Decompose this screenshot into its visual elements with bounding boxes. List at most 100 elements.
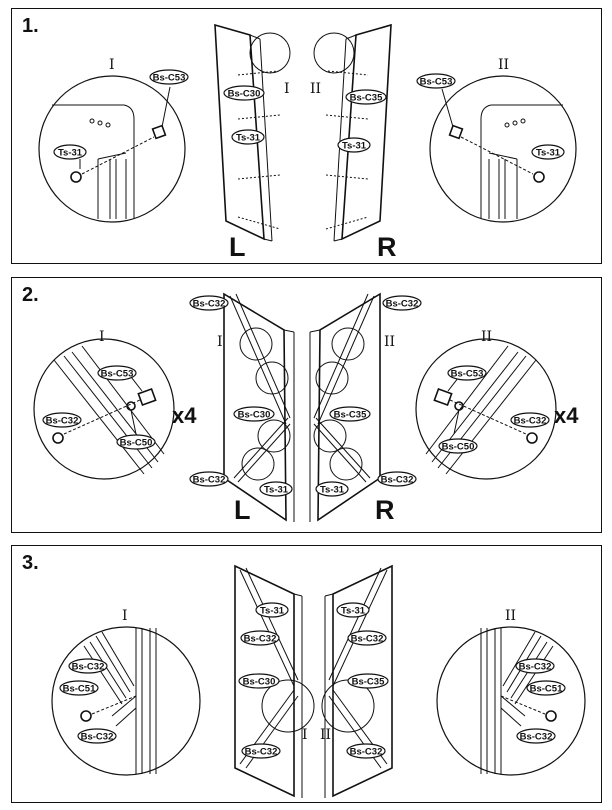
- label-bs-c32-left-2: Bs-C32: [77, 728, 117, 744]
- side-label-l: L: [229, 232, 246, 262]
- side-label-r: R: [375, 495, 395, 525]
- label-bs-c32-left-1: Bs-C32: [68, 658, 108, 674]
- svg-text:Bs-C32: Bs-C32: [520, 732, 553, 743]
- label-bs-c30: Bs-C30: [238, 673, 280, 689]
- detail-circle-left: [33, 338, 175, 480]
- panel-left-l: [214, 23, 291, 242]
- svg-text:Bs-C35: Bs-C35: [350, 93, 383, 104]
- label-ts-31-right: Ts-31: [336, 602, 370, 618]
- detail-circle-right: [415, 338, 557, 480]
- detail-label-right: II: [498, 57, 509, 73]
- label-bs-c32-top-left: Bs-C32: [189, 295, 229, 311]
- label-ts-31-mid: Ts-31: [231, 129, 265, 145]
- detail-circle-left: [38, 75, 186, 223]
- detail-label-left: I: [99, 329, 105, 345]
- label-bs-c35: Bs-C35: [345, 89, 387, 105]
- mid-label-left: I: [302, 727, 308, 743]
- label-ts-31-left: Ts-31: [255, 602, 289, 618]
- svg-text:Bs-C53: Bs-C53: [101, 369, 134, 380]
- svg-text:Bs-C32: Bs-C32: [381, 475, 414, 486]
- svg-text:Ts-31: Ts-31: [236, 133, 261, 144]
- svg-text:Ts-31: Ts-31: [342, 141, 367, 152]
- step-3-panel: 3. I Bs-C32 Bs-C51 Bs-C: [11, 545, 602, 803]
- label-bs-c35: Bs-C35: [347, 673, 389, 689]
- svg-text:Bs-C32: Bs-C32: [72, 662, 105, 673]
- svg-text:Bs-C32: Bs-C32: [244, 634, 277, 645]
- label-bs-c32-top-right: Bs-C32: [382, 295, 422, 311]
- step-number: 1.: [22, 15, 39, 37]
- label-ts-31-right: Ts-31: [531, 144, 565, 160]
- label-bs-c50-left: Bs-C50: [116, 434, 156, 450]
- mid-label-left: I: [284, 81, 290, 97]
- side-label-r: R: [377, 232, 397, 262]
- label-bs-c35: Bs-C35: [329, 406, 371, 422]
- label-bs-c32-mid-right-2: Bs-C32: [346, 743, 386, 759]
- label-bs-c53-left: Bs-C53: [97, 365, 137, 381]
- label-bs-c32-left: Bs-C32: [42, 412, 82, 428]
- svg-text:Ts-31: Ts-31: [536, 148, 561, 159]
- svg-text:Bs-C35: Bs-C35: [352, 677, 385, 688]
- label-bs-c32-mid-left-1: Bs-C32: [240, 630, 280, 646]
- svg-text:Bs-C51: Bs-C51: [63, 684, 96, 695]
- step-1-panel: 1. I Bs-C53 Ts-31: [11, 8, 602, 264]
- label-ts-31-left: Ts-31: [53, 144, 87, 160]
- label-ts-31-mid-right: Ts-31: [337, 137, 371, 153]
- label-bs-c32-bottom-right: Bs-C32: [377, 471, 417, 487]
- step-3-diagram: I Bs-C32 Bs-C51 Bs-C32 Ts-31: [51, 564, 586, 798]
- step-1-diagram: I Bs-C53 Ts-31 Bs-C30 Ts-31: [38, 23, 577, 262]
- panel-right-r: [309, 292, 381, 522]
- step-number: 3.: [22, 552, 39, 574]
- detail-circle-left: [51, 626, 201, 776]
- svg-text:Bs-C32: Bs-C32: [386, 299, 419, 310]
- detail-label-right: II: [505, 608, 516, 624]
- svg-text:Bs-C30: Bs-C30: [238, 410, 271, 421]
- label-bs-c51-left: Bs-C51: [59, 680, 99, 696]
- svg-text:Bs-C32: Bs-C32: [81, 732, 114, 743]
- mid-label-right: II: [384, 334, 395, 350]
- label-bs-c50-right: Bs-C50: [438, 438, 478, 454]
- svg-text:Bs-C53: Bs-C53: [153, 73, 186, 84]
- label-bs-c53-left: Bs-C53: [149, 69, 189, 85]
- svg-text:Bs-C30: Bs-C30: [228, 89, 261, 100]
- label-bs-c53-right: Bs-C53: [447, 365, 487, 381]
- label-bs-c32-right-2: Bs-C32: [516, 728, 556, 744]
- svg-text:Bs-C53: Bs-C53: [451, 369, 484, 380]
- detail-label-right: II: [481, 329, 492, 345]
- svg-text:Ts-31: Ts-31: [58, 148, 83, 159]
- svg-text:Bs-C32: Bs-C32: [351, 634, 384, 645]
- label-bs-c32-mid-right-1: Bs-C32: [347, 630, 387, 646]
- svg-text:Bs-C32: Bs-C32: [193, 299, 226, 310]
- label-bs-c53-right: Bs-C53: [416, 73, 456, 89]
- mid-label-right: II: [320, 727, 331, 743]
- label-ts-31-right: Ts-31: [315, 481, 349, 497]
- svg-text:Bs-C32: Bs-C32: [193, 475, 226, 486]
- detail-circle-right: [436, 626, 586, 776]
- svg-text:Bs-C30: Bs-C30: [243, 677, 276, 688]
- label-bs-c51-right: Bs-C51: [526, 680, 566, 696]
- detail-label-left: I: [122, 608, 128, 624]
- label-bs-c32-bottom-left: Bs-C32: [189, 471, 229, 487]
- svg-text:Bs-C35: Bs-C35: [334, 410, 367, 421]
- quantity-right: x4: [554, 403, 579, 428]
- step-2-panel: 2. I Bs-C53 Bs-C32 Bs-C50 x4: [11, 277, 602, 533]
- svg-text:Ts-31: Ts-31: [264, 485, 289, 496]
- side-label-l: L: [234, 495, 251, 525]
- svg-text:Bs-C50: Bs-C50: [120, 438, 153, 449]
- mid-label-left: I: [217, 334, 223, 350]
- detail-label-left: I: [109, 57, 115, 73]
- label-bs-c32-right-1: Bs-C32: [515, 658, 555, 674]
- svg-text:Ts-31: Ts-31: [320, 485, 345, 496]
- label-bs-c30: Bs-C30: [223, 85, 265, 101]
- svg-text:Ts-31: Ts-31: [260, 606, 285, 617]
- step-number: 2.: [22, 284, 39, 306]
- svg-text:Bs-C32: Bs-C32: [46, 416, 79, 427]
- label-ts-31-left: Ts-31: [259, 481, 293, 497]
- mid-label-right: II: [310, 81, 321, 97]
- svg-text:Bs-C51: Bs-C51: [530, 684, 563, 695]
- svg-text:Bs-C32: Bs-C32: [519, 662, 552, 673]
- svg-text:Bs-C50: Bs-C50: [442, 442, 475, 453]
- svg-text:Bs-C32: Bs-C32: [514, 416, 547, 427]
- label-bs-c30: Bs-C30: [233, 406, 275, 422]
- svg-text:Bs-C53: Bs-C53: [420, 77, 453, 88]
- svg-text:Ts-31: Ts-31: [341, 606, 366, 617]
